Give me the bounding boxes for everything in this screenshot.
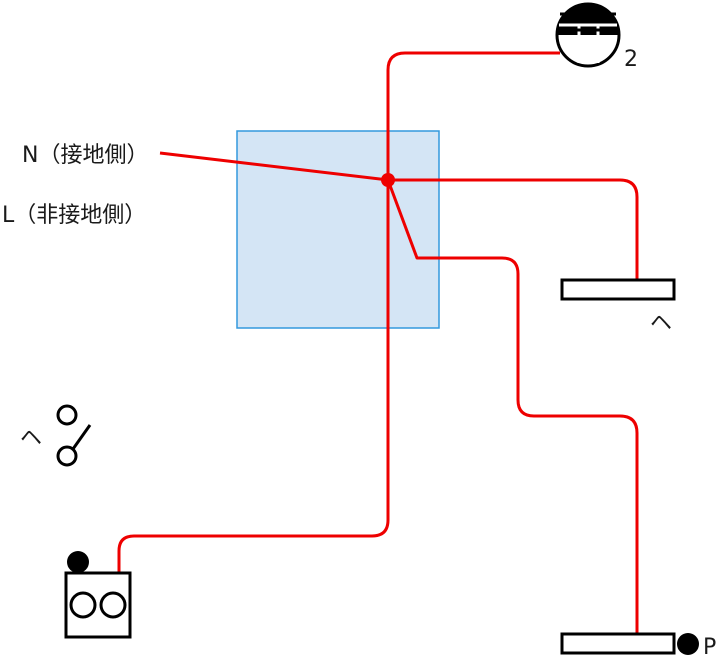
junction-dot (381, 173, 395, 187)
lamp-number-label: 2 (624, 47, 638, 72)
n-side-label: N（接地側） (22, 143, 148, 168)
fluorescent-lamp-top-icon (560, 278, 676, 301)
switch-icon (56, 404, 92, 467)
wire-n-power (159, 151, 389, 182)
wire-lamp-to-outlet (117, 51, 560, 572)
outlet-icon (64, 551, 132, 639)
wires (117, 51, 639, 634)
wire-to-fluorescent-top (388, 178, 639, 280)
wire-to-fluorescent-bottom (386, 179, 639, 634)
pilot-mark-label: P (703, 635, 716, 660)
pilot-lamp-icon (677, 633, 699, 655)
fluorescent-lamp-bottom-icon (560, 632, 676, 655)
fluorescent-top-switch-label: ヘ (650, 311, 672, 336)
joint-box (236, 130, 440, 329)
l-side-label: L（非接地側） (2, 203, 146, 228)
lamp-2-icon (555, 2, 621, 68)
switch-symbol-label: ヘ (20, 426, 42, 451)
